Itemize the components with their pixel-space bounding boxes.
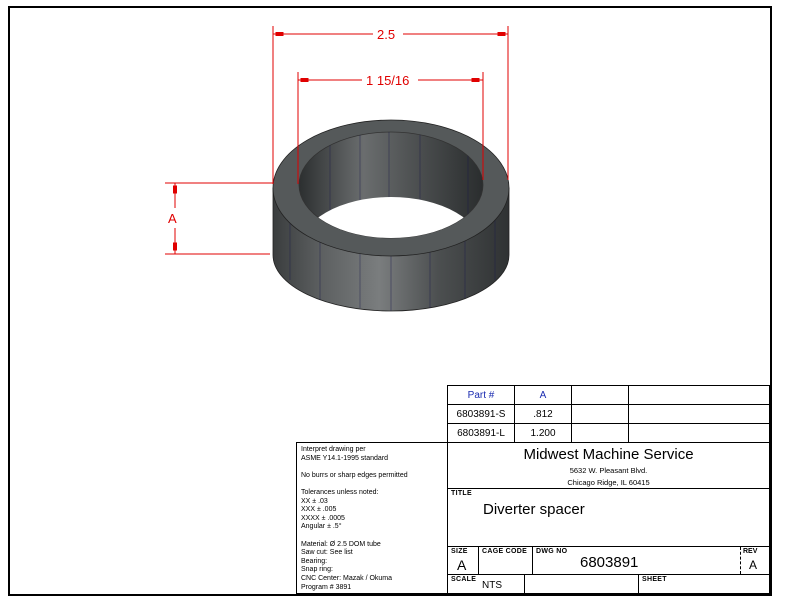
dimension-height: A: [168, 211, 177, 226]
size-cell: SIZE A: [447, 546, 479, 575]
part-table-header: A: [539, 390, 547, 401]
rev-label: REV: [743, 548, 758, 555]
title-block: TITLE Diverter spacer: [447, 488, 770, 547]
general-notes: Interpret drawing per ASME Y14.1-1995 st…: [296, 442, 448, 594]
note-line: Tolerances unless noted:: [301, 488, 379, 496]
scale-value: NTS: [482, 580, 502, 591]
part-number: 6803891-L: [457, 428, 505, 439]
dimension-inner-diameter: 1 15/16: [366, 73, 410, 88]
blank-cell: [524, 574, 639, 594]
company-name: Midwest Machine Service: [523, 446, 694, 463]
dwg-no-label: DWG NO: [536, 548, 568, 555]
note-line: XXX ± .005: [301, 506, 337, 514]
note-line: Snap ring:: [301, 566, 333, 574]
cage-code-label: CAGE CODE: [482, 548, 528, 555]
cage-code-cell: CAGE CODE: [478, 546, 533, 575]
note-line: XX ± .03: [301, 497, 328, 505]
size-value: A: [457, 557, 467, 573]
scale-label: SCALE: [451, 576, 477, 583]
note-line: Angular ± .5°: [301, 523, 342, 531]
size-label: SIZE: [451, 548, 468, 555]
note-line: Material: Ø 2.5 DOM tube: [301, 540, 381, 548]
drawing-title: Diverter spacer: [483, 501, 585, 518]
drawing-border: [8, 6, 772, 596]
ring-opening: [299, 197, 483, 238]
sheet-cell: SHEET: [638, 574, 770, 594]
dimension-lines: [165, 26, 509, 255]
rev-value: A: [749, 558, 758, 572]
title-label: TITLE: [451, 490, 472, 497]
note-line: Bearing:: [301, 557, 328, 565]
company-address-line1: 5632 W. Pleasant Blvd.: [569, 466, 648, 475]
part-dimension-a: 1.200: [530, 428, 556, 439]
scale-cell: SCALE NTS: [447, 574, 525, 594]
note-line: Interpret drawing per: [301, 446, 366, 453]
note-line: Program # 3891: [301, 583, 352, 591]
note-line: ASME Y14.1-1995 standard: [301, 454, 389, 462]
part-table-header: Part #: [467, 390, 495, 401]
note-line: Saw cut: See list: [301, 549, 353, 557]
dwg-no-cell: DWG NO 6803891 REV A: [532, 546, 770, 575]
part-number: 6803891-S: [456, 409, 506, 420]
dwg-no-value: 6803891: [580, 554, 639, 571]
rev-divider: [740, 547, 741, 574]
sheet-label: SHEET: [642, 576, 667, 583]
part-dimension-a: .812: [533, 409, 553, 420]
dimension-outer-diameter: 2.5: [377, 27, 396, 42]
note-line: CNC Center: Mazak / Okuma: [301, 574, 393, 582]
company-block: Midwest Machine Service 5632 W. Pleasant…: [447, 442, 770, 489]
company-address-line2: Chicago Ridge, IL 60415: [567, 478, 650, 487]
note-line: XXXX ± .0005: [301, 514, 345, 522]
note-line: No burrs or sharp edges permitted: [301, 471, 408, 479]
